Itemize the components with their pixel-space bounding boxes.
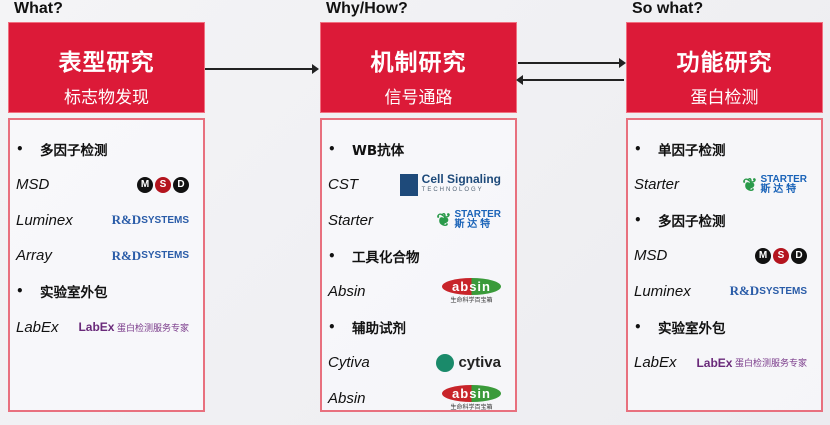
bullet-icon: • [634, 320, 642, 334]
bullet-icon: • [16, 142, 24, 156]
vendor-label: Absin [328, 389, 366, 407]
column-subtitle: 信号通路 [384, 88, 453, 108]
column-question: Why/How? [326, 0, 408, 17]
column-header: 功能研究 蛋白检测 [626, 22, 823, 113]
column-header: 机制研究 信号通路 [320, 22, 517, 113]
category-label: 多因子检测 [658, 214, 726, 231]
column-title: 机制研究 [370, 50, 467, 76]
column-title: 表型研究 [58, 50, 155, 76]
category-label: 实验室外包 [658, 321, 726, 337]
arrow-right [518, 59, 626, 67]
category-label: 多因子检测 [40, 143, 108, 159]
column-title: 功能研究 [676, 50, 773, 76]
vendor-label: MSD [16, 176, 50, 194]
vendor-label: Cytiva [328, 354, 370, 372]
vendor-label: CST [328, 176, 358, 194]
vendor-label: LabEx [16, 318, 59, 336]
labex-logo: LabEx 蛋白检测服务专家 [78, 320, 189, 334]
vendor-label: Luminex [634, 282, 691, 300]
column-subtitle: 标志物发现 [64, 88, 149, 108]
bullet-icon: • [634, 213, 642, 228]
category-label: WB抗体 [352, 143, 405, 159]
vendor-item: Cytiva cytiva [328, 351, 509, 375]
labex-logo: LabEx 蛋白检测服务专家 [696, 355, 807, 370]
bullet-icon: • [16, 284, 24, 299]
vendor-label: Absin [328, 282, 366, 300]
bullet-icon: • [328, 320, 336, 334]
cytiva-logo: cytiva [436, 353, 501, 372]
arrow-left [516, 76, 624, 84]
vendor-label: Starter [328, 211, 374, 229]
bullet-icon: • [328, 142, 336, 156]
vendor-label: Starter [634, 176, 680, 194]
column-question: What? [14, 0, 63, 17]
arrow-right [205, 65, 319, 73]
vendor-label: LabEx [634, 354, 677, 372]
column-header: 表型研究 标志物发现 [8, 22, 205, 113]
column-question: So what? [632, 0, 704, 17]
vendor-label: Array [16, 247, 52, 265]
category-label: 实验室外包 [40, 285, 108, 302]
vendor-item: LabEx LabEx 蛋白检测服务专家 [634, 351, 815, 375]
vendor-label: Luminex [16, 211, 73, 229]
bullet-icon: • [328, 248, 336, 263]
column-subtitle: 蛋白检测 [690, 88, 759, 108]
category-heading: • 实验室外包 [634, 315, 815, 339]
vendor-label: MSD [634, 247, 668, 265]
bullet-icon: • [634, 142, 642, 156]
category-heading: • 辅助试剂 [328, 315, 509, 339]
category-label: 工具化合物 [352, 249, 420, 266]
category-label: 辅助试剂 [352, 321, 406, 337]
category-heading: • 工具化合物 [328, 244, 509, 268]
vendor-item: LabEx LabEx 蛋白检测服务专家 [16, 315, 197, 339]
category-heading: • WB抗体 [328, 137, 509, 161]
category-heading: • 多因子检测 [16, 137, 197, 161]
category-heading: • 单因子检测 [634, 137, 815, 161]
category-heading: • 实验室外包 [16, 279, 197, 303]
category-heading: • 多因子检测 [634, 208, 815, 232]
category-label: 单因子检测 [658, 143, 726, 159]
